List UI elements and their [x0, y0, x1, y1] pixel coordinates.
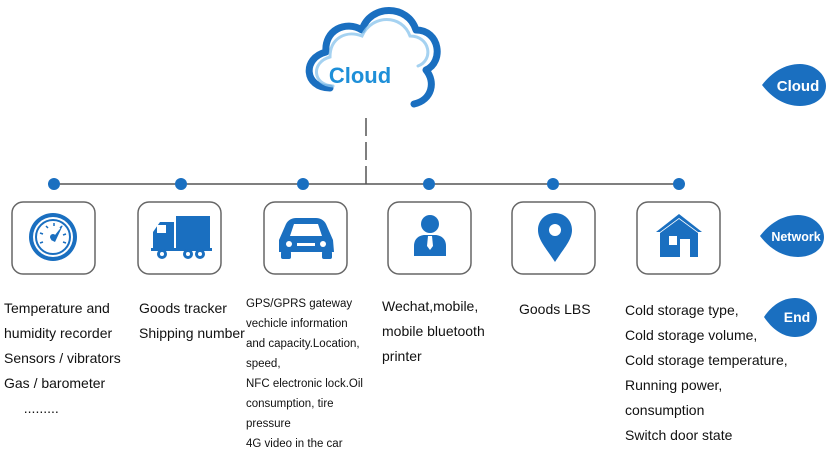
node-description-tracker: Goods tracker Shipping number: [139, 296, 245, 346]
description-line: Goods LBS: [519, 301, 591, 317]
car-icon: [279, 218, 334, 259]
node-description-vehicle: GPS/GPRS gateway vechicle information an…: [246, 294, 363, 454]
icon-box: [137, 201, 222, 275]
description-line: Cold storage volume,: [625, 327, 758, 343]
description-line: consumption, tire: [246, 398, 334, 410]
description-line: and capacity.Location,: [246, 338, 360, 350]
network-node-dot: [673, 178, 685, 190]
truck-icon: [151, 216, 212, 259]
cloud-icon: Cloud: [305, 7, 441, 108]
description-line: Switch door state: [625, 427, 733, 443]
side-tag-end: End: [764, 298, 817, 337]
map-pin-icon: [538, 213, 572, 262]
user-icon: [414, 215, 446, 256]
description-line: speed,: [246, 358, 281, 370]
description-line: Goods tracker: [139, 300, 227, 316]
warehouse-icon: [656, 214, 702, 257]
side-tag-end-label: End: [784, 309, 810, 325]
description-line: Temperature and: [4, 300, 110, 316]
description-line: Cold storage temperature,: [625, 352, 788, 368]
network-node-dot: [48, 178, 60, 190]
description-line: vechicle information: [246, 318, 348, 330]
icon-box: [11, 201, 96, 275]
description-line: mobile bluetooth: [382, 323, 485, 339]
description-line: Sensors / vibrators: [4, 350, 121, 366]
description-line: Wechat,mobile,: [382, 298, 479, 314]
icon-box: [636, 201, 721, 275]
description-line: pressure: [246, 418, 291, 430]
description-line: Running power,: [625, 377, 723, 393]
network-node-dot: [297, 178, 309, 190]
side-tag-network-label: Network: [771, 230, 820, 244]
icon-box: [263, 201, 348, 275]
node-description-cold-storage: Cold storage type, Cold storage volume, …: [625, 298, 788, 448]
node-description-mobile: Wechat,mobile, mobile bluetooth printer: [382, 294, 485, 369]
icon-box: [387, 201, 472, 275]
speedometer-icon: [29, 213, 77, 261]
description-line: GPS/GPRS gateway: [246, 298, 353, 310]
description-line: consumption: [625, 402, 705, 418]
network-node-dot: [423, 178, 435, 190]
description-line: printer: [382, 348, 422, 364]
node-description-lbs: Goods LBS: [519, 297, 591, 322]
description-line: Cold storage type,: [625, 302, 739, 318]
network-node-dot: [547, 178, 559, 190]
description-line: 4G video in the car: [246, 438, 343, 450]
network-node-dot: [175, 178, 187, 190]
description-line: Shipping number: [139, 325, 245, 341]
side-tag-cloud-label: Cloud: [777, 78, 820, 95]
icon-box: [511, 201, 596, 275]
description-line: humidity recorder: [4, 325, 113, 341]
side-tag-network: Network: [760, 215, 824, 257]
node-description-recorder: Temperature and humidity recorder Sensor…: [4, 296, 121, 421]
description-line: NFC electronic lock.Oil: [246, 378, 363, 390]
side-tag-cloud: Cloud: [762, 64, 826, 106]
description-line: .........: [16, 400, 59, 416]
description-line: Gas / barometer: [4, 375, 106, 391]
cloud-label: Cloud: [329, 63, 391, 88]
